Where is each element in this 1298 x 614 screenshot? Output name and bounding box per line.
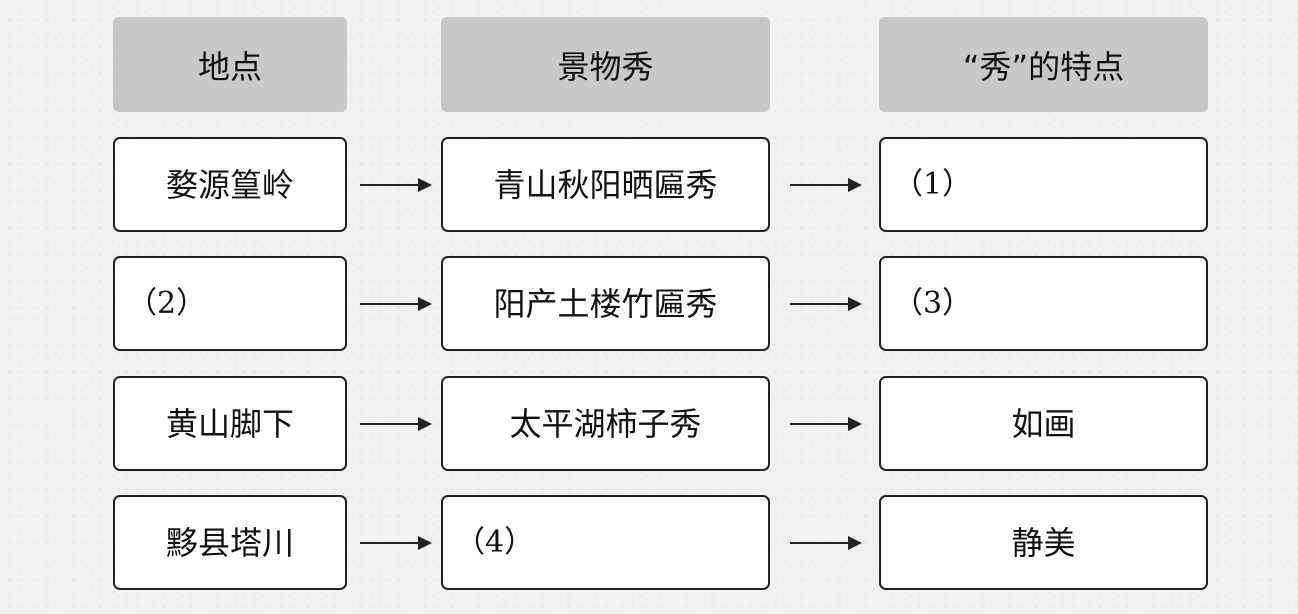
location-text-2: （2） (127, 285, 207, 321)
feature-text-4: 静美 (1011, 523, 1076, 562)
feature-box-4: 静美 (879, 495, 1208, 590)
header-feature-label: “秀”的特点 (962, 47, 1125, 86)
header-scenery: 景物秀 (441, 17, 770, 112)
feature-blank-3: （3） (879, 256, 1208, 351)
scenery-box-2: 阳产土楼竹匾秀 (441, 256, 770, 351)
arrow-right-icon (790, 297, 862, 311)
scenery-text-3: 太平湖柿子秀 (509, 404, 702, 443)
scenery-blank-4: （4） (441, 495, 770, 590)
arrow-right-icon (790, 178, 862, 192)
location-box-4: 黟县塔川 (113, 495, 347, 590)
feature-blank-1: （1） (879, 137, 1208, 232)
header-location: 地点 (113, 17, 347, 112)
feature-text-3: 如画 (1011, 404, 1076, 443)
scenery-box-3: 太平湖柿子秀 (441, 376, 770, 471)
scenery-text-1: 青山秋阳晒匾秀 (493, 165, 718, 204)
location-text-1: 婺源篁岭 (165, 165, 294, 204)
arrow-right-icon (360, 417, 432, 431)
location-box-1: 婺源篁岭 (113, 137, 347, 232)
feature-text-2: （3） (893, 285, 973, 321)
scenery-text-4: （4） (455, 524, 535, 560)
scenery-box-1: 青山秋阳晒匾秀 (441, 137, 770, 232)
arrow-right-icon (790, 417, 862, 431)
arrow-right-icon (360, 297, 432, 311)
feature-text-1: （1） (893, 166, 973, 202)
scenery-text-2: 阳产土楼竹匾秀 (493, 284, 718, 323)
arrow-right-icon (360, 178, 432, 192)
arrow-right-icon (790, 536, 862, 550)
location-text-4: 黟县塔川 (165, 523, 294, 562)
arrow-right-icon (360, 536, 432, 550)
location-box-3: 黄山脚下 (113, 376, 347, 471)
location-text-3: 黄山脚下 (165, 404, 294, 443)
location-blank-2: （2） (113, 256, 347, 351)
header-scenery-label: 景物秀 (557, 47, 654, 86)
header-feature: “秀”的特点 (879, 17, 1208, 112)
feature-box-3: 如画 (879, 376, 1208, 471)
header-location-label: 地点 (197, 47, 262, 86)
